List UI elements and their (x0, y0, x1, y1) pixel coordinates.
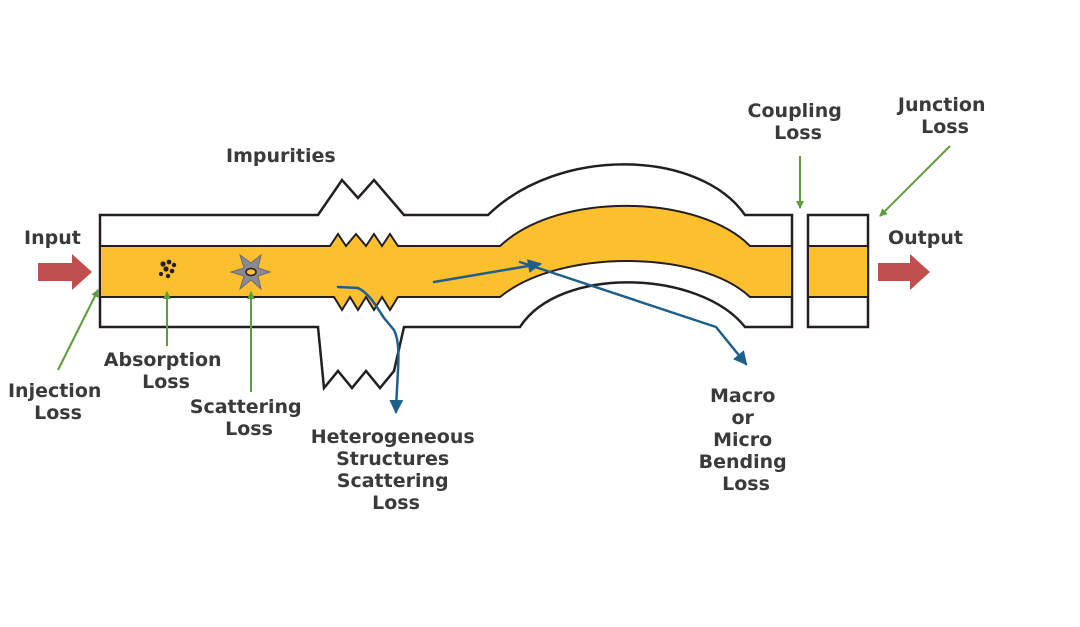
scattering-center-icon (229, 253, 272, 291)
bending-loss-label: Macro or Micro Bending Loss (699, 385, 794, 495)
scattered-ray (336, 285, 404, 414)
absorption-particles (158, 259, 177, 279)
refracted-ray (432, 259, 542, 284)
junction-loss-label: Junction Loss (896, 94, 992, 138)
fiber-core (99, 204, 793, 312)
input-arrow (38, 254, 92, 290)
coupling-loss-label: Coupling Loss (748, 100, 849, 144)
impurities-label: Impurities (226, 145, 336, 167)
bending-leak-ray (518, 260, 748, 366)
output-label: Output (888, 227, 963, 249)
scattering-loss-label: Scattering Loss (190, 396, 308, 440)
input-label: Input (24, 227, 81, 249)
output-arrow (878, 254, 930, 290)
absorption-loss-label: Absorption Loss (104, 349, 228, 393)
injection-pointer (57, 289, 99, 371)
injection-loss-label: Injection Loss (8, 380, 108, 424)
heterogeneous-loss-label: Heterogeneous Structures Scattering Loss (311, 426, 482, 514)
junction-core (807, 245, 869, 298)
junction-pointer (879, 145, 951, 217)
